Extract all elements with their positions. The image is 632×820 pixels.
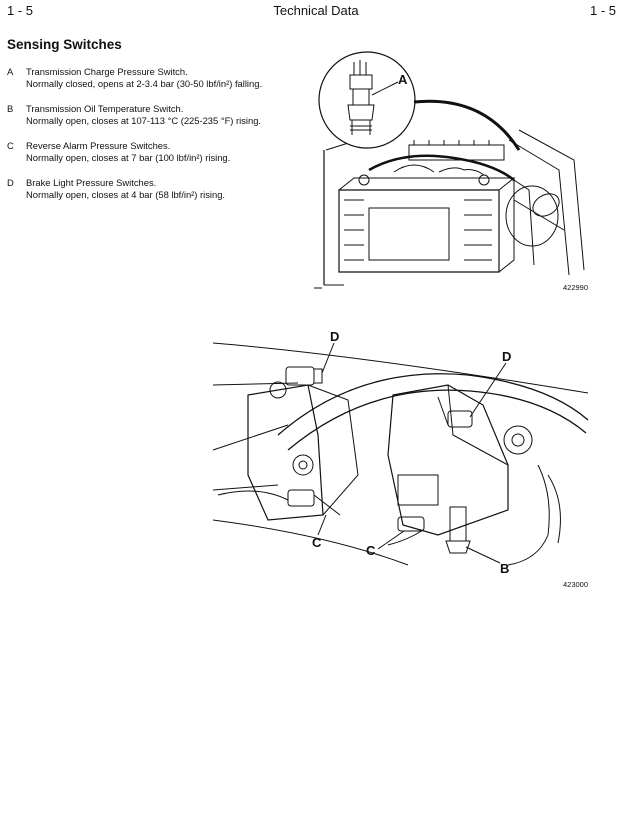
item-detail: Normally open, closes at 7 bar (100 lbf/… xyxy=(26,152,231,163)
switch-item-c: C Reverse Alarm Pressure Switches. Norma… xyxy=(7,140,307,164)
callout-c-left: C xyxy=(312,535,322,550)
item-name: Transmission Charge Pressure Switch. xyxy=(26,66,188,77)
item-letter: D xyxy=(7,177,14,188)
switch-item-d: D Brake Light Pressure Switches. Normall… xyxy=(7,177,307,201)
item-name: Reverse Alarm Pressure Switches. xyxy=(26,140,171,151)
figure-battery-switch-illustration: A xyxy=(314,51,585,289)
figure1-number: 422990 xyxy=(563,283,589,292)
page-section-title: Technical Data xyxy=(273,3,359,18)
callout-a: A xyxy=(398,72,408,87)
item-name: Transmission Oil Temperature Switch. xyxy=(26,103,184,114)
item-detail: Normally open, closes at 4 bar (58 lbf/i… xyxy=(26,189,226,200)
item-detail: Normally open, closes at 107-113 °C (225… xyxy=(26,115,262,126)
callout-d-right: D xyxy=(502,349,511,364)
callout-c-right: C xyxy=(366,543,376,558)
page-header: 1 - 5 Technical Data 1 - 5 xyxy=(0,3,632,21)
item-name: Brake Light Pressure Switches. xyxy=(26,177,157,188)
switch-item-b: B Transmission Oil Temperature Switch. N… xyxy=(7,103,307,127)
section-heading: Sensing Switches xyxy=(7,37,122,52)
switch-item-a: A Transmission Charge Pressure Switch. N… xyxy=(7,66,307,90)
item-letter: A xyxy=(7,66,14,77)
figure2-number: 423000 xyxy=(563,580,589,589)
callout-d-left: D xyxy=(330,329,339,344)
callout-b: B xyxy=(500,561,509,576)
item-letter: C xyxy=(7,140,14,151)
page-number-left: 1 - 5 xyxy=(7,3,34,18)
item-letter: B xyxy=(7,103,14,114)
figure-transmission-switches-illustration: D D C C B xyxy=(212,329,589,576)
item-detail: Normally closed, opens at 2-3.4 bar (30-… xyxy=(26,78,263,89)
page-number-right: 1 - 5 xyxy=(589,3,616,18)
switch-list: A Transmission Charge Pressure Switch. N… xyxy=(7,66,307,214)
